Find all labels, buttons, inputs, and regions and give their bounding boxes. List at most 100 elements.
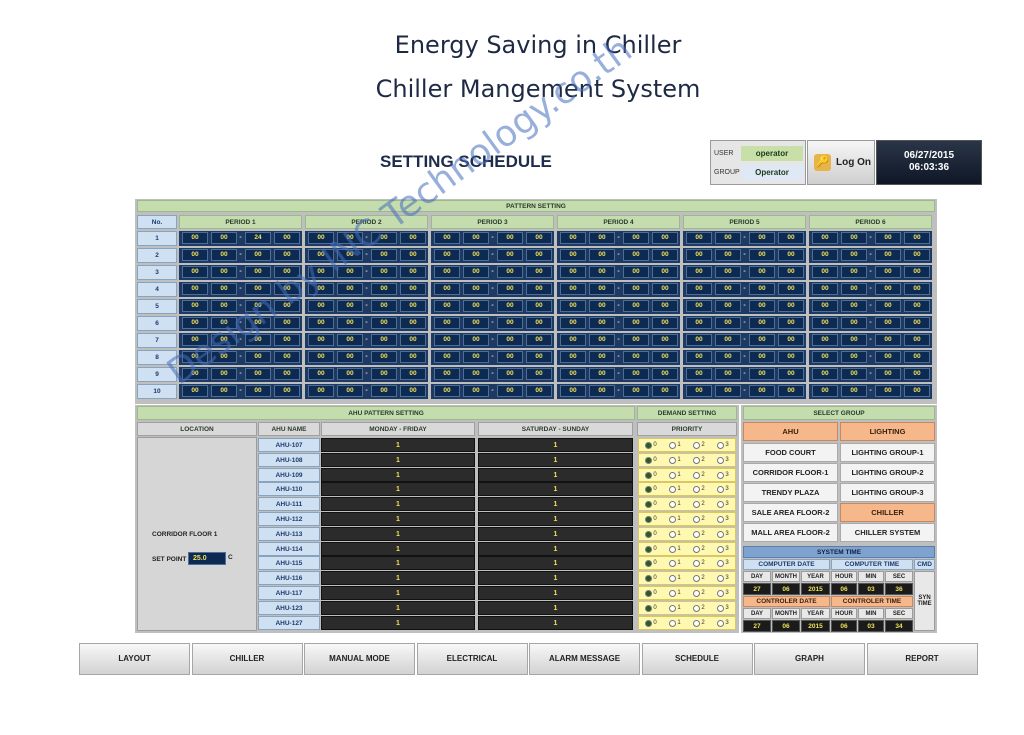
time-value-field[interactable]: 00 bbox=[589, 351, 615, 363]
weekday-pattern-field[interactable]: 1 bbox=[321, 571, 475, 586]
time-value-field[interactable]: 00 bbox=[274, 351, 300, 363]
time-value-field[interactable]: 00 bbox=[623, 232, 649, 244]
time-value-field[interactable]: 00 bbox=[308, 283, 334, 295]
time-value-field[interactable]: 00 bbox=[434, 300, 460, 312]
syn-time-button[interactable]: SYN TIME bbox=[914, 571, 935, 631]
time-value-field[interactable]: 00 bbox=[589, 317, 615, 329]
time-value-field[interactable]: 00 bbox=[308, 385, 334, 397]
lighting-group-button[interactable]: LIGHTING bbox=[840, 422, 935, 441]
time-value-field[interactable]: 00 bbox=[875, 351, 901, 363]
time-value-field[interactable]: 00 bbox=[652, 317, 678, 329]
time-value-field[interactable]: 00 bbox=[623, 266, 649, 278]
time-value-field[interactable]: 00 bbox=[749, 385, 775, 397]
time-value-field[interactable]: 00 bbox=[749, 351, 775, 363]
priority-option-2[interactable]: 2 bbox=[693, 530, 705, 538]
priority-option-2[interactable]: 2 bbox=[693, 545, 705, 553]
priority-option-0[interactable]: 0 bbox=[645, 456, 657, 464]
time-value-field[interactable]: 00 bbox=[904, 385, 930, 397]
time-value-field[interactable]: 00 bbox=[497, 351, 523, 363]
time-value-field[interactable]: 00 bbox=[371, 351, 397, 363]
time-value-field[interactable]: 00 bbox=[623, 283, 649, 295]
priority-option-1[interactable]: 1 bbox=[669, 442, 681, 449]
time-value-field[interactable]: 00 bbox=[371, 385, 397, 397]
time-value-field[interactable]: 00 bbox=[182, 266, 208, 278]
time-value-field[interactable]: 00 bbox=[778, 385, 804, 397]
time-value-field[interactable]: 00 bbox=[245, 317, 271, 329]
priority-option-3[interactable]: 3 bbox=[717, 545, 729, 553]
time-value-field[interactable]: 00 bbox=[652, 266, 678, 278]
time-value-field[interactable]: 00 bbox=[211, 266, 237, 278]
group-item-left[interactable]: SALE AREA FLOOR-2 bbox=[743, 503, 838, 522]
time-value-field[interactable]: 00 bbox=[274, 300, 300, 312]
time-value-field[interactable]: 00 bbox=[841, 317, 867, 329]
time-value-field[interactable]: 00 bbox=[812, 300, 838, 312]
time-value-field[interactable]: 00 bbox=[875, 334, 901, 346]
time-value-field[interactable]: 00 bbox=[715, 334, 741, 346]
time-value-field[interactable]: 00 bbox=[308, 351, 334, 363]
group-item-right[interactable]: CHILLER bbox=[840, 503, 935, 522]
time-value-field[interactable]: 00 bbox=[371, 232, 397, 244]
time-value-field[interactable]: 00 bbox=[463, 300, 489, 312]
time-value-field[interactable]: 00 bbox=[715, 351, 741, 363]
time-value-field[interactable]: 00 bbox=[211, 317, 237, 329]
time-value-field[interactable]: 00 bbox=[308, 368, 334, 380]
time-value-field[interactable]: 00 bbox=[904, 317, 930, 329]
time-value-field[interactable]: 00 bbox=[211, 249, 237, 261]
time-value-field[interactable]: 00 bbox=[715, 266, 741, 278]
time-value-field[interactable]: 00 bbox=[182, 334, 208, 346]
time-value-field[interactable]: 00 bbox=[875, 368, 901, 380]
weekend-pattern-field[interactable]: 1 bbox=[478, 586, 633, 600]
weekend-pattern-field[interactable]: 1 bbox=[478, 512, 633, 526]
time-value-field[interactable]: 00 bbox=[274, 266, 300, 278]
time-value-field[interactable]: 00 bbox=[560, 351, 586, 363]
priority-option-3[interactable]: 3 bbox=[717, 575, 729, 583]
priority-option-0[interactable]: 0 bbox=[645, 501, 657, 509]
time-value-field[interactable]: 00 bbox=[875, 317, 901, 329]
time-value-field[interactable]: 00 bbox=[686, 266, 712, 278]
time-value-field[interactable]: 00 bbox=[497, 334, 523, 346]
time-value-field[interactable]: 00 bbox=[560, 300, 586, 312]
time-value-field[interactable]: 00 bbox=[400, 385, 426, 397]
time-value-field[interactable]: 00 bbox=[904, 232, 930, 244]
time-value-field[interactable]: 00 bbox=[463, 266, 489, 278]
time-value-field[interactable]: 00 bbox=[652, 283, 678, 295]
priority-option-2[interactable]: 2 bbox=[693, 442, 705, 449]
group-item-right[interactable]: LIGHTING GROUP-3 bbox=[840, 483, 935, 502]
time-value-field[interactable]: 00 bbox=[686, 317, 712, 329]
time-value-field[interactable]: 00 bbox=[652, 351, 678, 363]
group-item-right[interactable]: LIGHTING GROUP-2 bbox=[840, 463, 935, 482]
time-value-field[interactable]: 00 bbox=[560, 266, 586, 278]
time-value-field[interactable]: 00 bbox=[434, 385, 460, 397]
time-value-field[interactable]: 00 bbox=[337, 266, 363, 278]
priority-option-1[interactable]: 1 bbox=[669, 486, 681, 494]
time-value-field[interactable]: 00 bbox=[308, 300, 334, 312]
weekend-pattern-field[interactable]: 1 bbox=[478, 556, 633, 571]
time-value-field[interactable]: 00 bbox=[371, 283, 397, 295]
priority-option-0[interactable]: 0 bbox=[645, 619, 657, 627]
time-value-field[interactable]: 00 bbox=[182, 249, 208, 261]
time-value-field[interactable]: 00 bbox=[560, 283, 586, 295]
time-value-field[interactable]: 00 bbox=[400, 368, 426, 380]
nav-button-layout[interactable]: LAYOUT bbox=[79, 643, 190, 675]
time-value-field[interactable]: 00 bbox=[841, 283, 867, 295]
time-value-field[interactable]: 00 bbox=[274, 232, 300, 244]
weekday-pattern-field[interactable]: 1 bbox=[321, 497, 475, 512]
time-value-field[interactable]: 00 bbox=[371, 266, 397, 278]
time-value-field[interactable]: 00 bbox=[463, 334, 489, 346]
time-value-field[interactable]: 00 bbox=[904, 351, 930, 363]
group-item-right[interactable]: LIGHTING GROUP-1 bbox=[840, 443, 935, 462]
priority-option-1[interactable]: 1 bbox=[669, 501, 681, 509]
nav-button-alarm-message[interactable]: ALARM MESSAGE bbox=[529, 643, 640, 675]
weekday-pattern-field[interactable]: 1 bbox=[321, 438, 475, 452]
time-value-field[interactable]: 00 bbox=[245, 300, 271, 312]
weekend-pattern-field[interactable]: 1 bbox=[478, 452, 633, 467]
time-value-field[interactable]: 00 bbox=[526, 266, 552, 278]
weekend-pattern-field[interactable]: 1 bbox=[478, 571, 633, 586]
priority-option-1[interactable]: 1 bbox=[669, 560, 681, 568]
time-value-field[interactable]: 00 bbox=[371, 334, 397, 346]
priority-option-1[interactable]: 1 bbox=[669, 575, 681, 583]
time-value-field[interactable]: 00 bbox=[463, 232, 489, 244]
time-value-field[interactable]: 00 bbox=[715, 232, 741, 244]
time-value-field[interactable]: 00 bbox=[841, 334, 867, 346]
time-value-field[interactable]: 00 bbox=[434, 232, 460, 244]
